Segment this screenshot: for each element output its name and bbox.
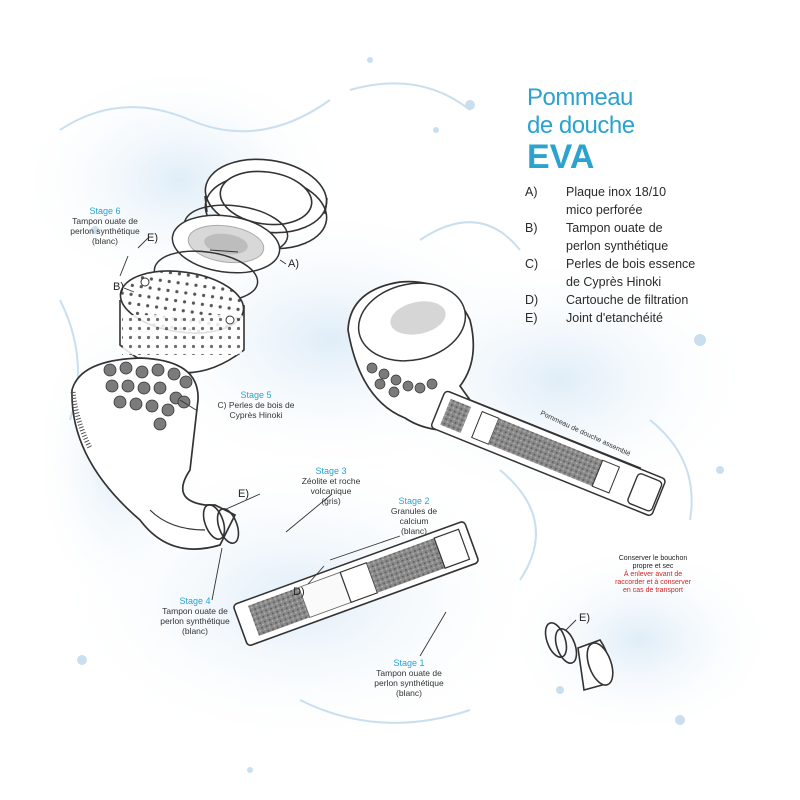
callout-line: Cyprès Hinoki	[229, 410, 283, 420]
cap-note: Conserver le bouchon propre et sec À enl…	[605, 555, 701, 595]
stage-label: Stage 6	[89, 206, 121, 216]
outer-ring-cap	[204, 158, 328, 250]
legend-text-line: Perles de bois essence	[566, 257, 696, 271]
callout-line: Zéolite et roche	[301, 476, 361, 486]
callout-line: (blanc)	[92, 236, 118, 246]
cap-note-line: Conserver le bouchon	[618, 555, 688, 562]
stage-label: Stage 4	[179, 596, 211, 606]
callout-line: calcium	[399, 516, 429, 526]
legend-text-line: mico perforée	[566, 203, 643, 217]
end-cap	[577, 639, 614, 692]
title-line-2: de douche	[527, 112, 635, 139]
shower-head-body	[70, 357, 237, 550]
callout-line: (blanc)	[401, 526, 427, 536]
part-letter-d: D)	[293, 586, 305, 598]
legend-text: Tampon ouate de perlon synthétique	[566, 219, 775, 255]
legend-text: Cartouche de filtration	[566, 293, 689, 307]
callout-line: (blanc)	[396, 688, 422, 698]
legend-text: Perles de bois essence de Cyprès Hinoki	[566, 255, 775, 291]
stage-label: Stage 1	[393, 658, 425, 668]
perforated-filter-disc	[119, 270, 245, 374]
callout-line: perlon synthétique	[374, 678, 444, 688]
legend-text-line: Plaque inox 18/10	[566, 185, 667, 199]
stage-2-callout: Stage 2 Granules de calcium (blanc)	[376, 496, 452, 536]
stage-1-callout: Stage 1 Tampon ouate de perlon synthétiq…	[354, 658, 464, 698]
stage-label: Stage 3	[315, 466, 347, 476]
assembled-shower-head	[347, 280, 666, 517]
cap-note-warning-line: en cas de transport	[623, 587, 683, 594]
stage-label: Stage 2	[398, 496, 430, 506]
legend-item-e: E) Joint d'etanchéité	[525, 309, 775, 327]
callout-line: C) Perles de bois de	[217, 400, 295, 410]
callout-line: Tampon ouate de	[162, 606, 228, 616]
legend-text: Joint d'etanchéité	[566, 311, 663, 325]
filter-cartridge	[233, 521, 479, 647]
parts-legend: A) Plaque inox 18/10 mico perforée B) Ta…	[525, 183, 775, 327]
legend-key: C)	[525, 257, 539, 271]
part-letter-b: B)	[113, 281, 124, 293]
stainless-plate	[171, 214, 281, 274]
legend-text-line: perlon synthétique	[566, 239, 669, 253]
callout-line: Tampon ouate de	[376, 668, 442, 678]
legend-item-b: B) Tampon ouate de perlon synthétique	[525, 219, 775, 255]
legend-text-line: Tampon ouate de	[566, 221, 663, 235]
stage-5-callout: Stage 5 C) Perles de bois de Cyprès Hino…	[196, 390, 316, 420]
legend-key: E)	[525, 311, 538, 325]
callout-line: perlon synthétique	[160, 616, 230, 626]
part-letter-e-top: E)	[147, 232, 158, 244]
cap-note-warning-line: À enlever avant de	[623, 571, 683, 578]
callout-line: volcanique	[310, 486, 352, 496]
callout-line: (blanc)	[182, 626, 208, 636]
legend-item-a: A) Plaque inox 18/10 mico perforée	[525, 183, 775, 219]
legend-text: Plaque inox 18/10 mico perforée	[566, 183, 775, 219]
legend-text-line: de Cyprès Hinoki	[566, 275, 662, 289]
legend-key: A)	[525, 185, 538, 199]
seal-rings-end	[544, 622, 578, 664]
legend-item-d: D) Cartouche de filtration	[525, 291, 775, 309]
legend-item-c: C) Perles de bois essence de Cyprès Hino…	[525, 255, 775, 291]
legend-key: B)	[525, 221, 538, 235]
callout-line: perlon synthétique	[70, 226, 140, 236]
legend-key: D)	[525, 293, 539, 307]
stage-label: Stage 5	[240, 390, 272, 400]
part-letter-e-mid: E)	[238, 488, 249, 500]
cap-note-line: propre et sec	[632, 563, 674, 570]
title-line-1: Pommeau	[527, 84, 633, 111]
part-letter-a: A)	[288, 258, 299, 270]
leader-lines	[119, 237, 577, 657]
stage-4-callout: Stage 4 Tampon ouate de perlon synthétiq…	[140, 596, 250, 636]
seal-rings-neck	[202, 504, 240, 544]
part-letter-e-right: E)	[579, 612, 590, 624]
callout-line: (gris)	[321, 496, 341, 506]
cap-note-warning-line: raccorder et à conserver	[615, 579, 691, 586]
title-product-name: EVA	[527, 138, 595, 176]
stage-6-callout: Stage 6 Tampon ouate de perlon synthétiq…	[50, 206, 160, 246]
callout-line: Tampon ouate de	[72, 216, 138, 226]
stage-3-callout: Stage 3 Zéolite et roche volcanique (gri…	[286, 466, 376, 506]
callout-line: Granules de	[390, 506, 438, 516]
